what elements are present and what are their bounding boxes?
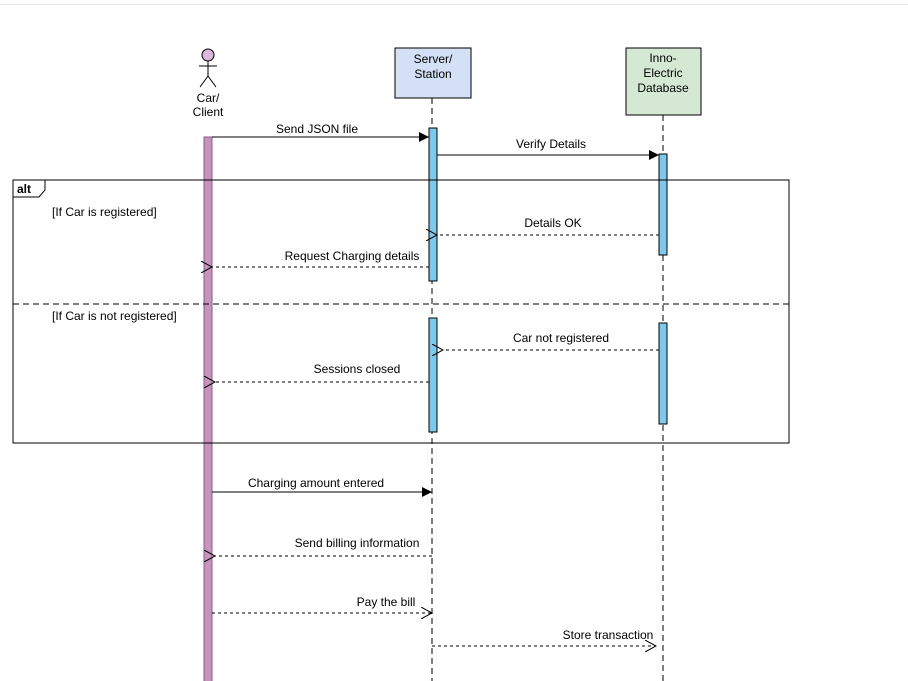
db-activation-2 xyxy=(658,322,668,425)
car-activation-bar xyxy=(203,136,213,681)
db-label-line2: Electric xyxy=(643,66,682,80)
server-label-line1: Server/ xyxy=(414,52,453,66)
actor-head xyxy=(201,48,215,62)
message-charging-amount: Charging amount entered xyxy=(212,476,432,497)
message-label: Request Charging details xyxy=(285,249,420,263)
alt-operator-tab xyxy=(12,179,46,198)
server-label-line2: Station xyxy=(414,67,451,81)
message-send-json: Send JSON file xyxy=(212,122,429,142)
message-label: Send billing information xyxy=(295,536,420,550)
message-request-charging: Request Charging details xyxy=(212,249,429,267)
message-label: Sessions closed xyxy=(314,362,401,376)
message-label: Details OK xyxy=(524,216,581,230)
server-activation-2 xyxy=(428,317,438,433)
db-activation-1 xyxy=(658,153,668,256)
db-label-line3: Database xyxy=(637,81,689,95)
message-label: Pay the bill xyxy=(357,595,416,609)
message-store-transaction: Store transaction xyxy=(432,628,656,646)
top-divider xyxy=(0,4,908,5)
actor-stick-figure-icon xyxy=(199,48,217,88)
message-send-billing: Send billing information xyxy=(215,536,432,556)
alt-fragment: alt [If Car is registered] [If Car is no… xyxy=(12,179,790,444)
message-label: Verify Details xyxy=(516,137,586,151)
lifeline-database: Inno- Electric Database xyxy=(625,47,702,681)
actor-label-line1: Car/ xyxy=(197,91,220,105)
message-pay-bill: Pay the bill xyxy=(212,595,432,613)
actor-label-line2: Client xyxy=(193,105,224,119)
message-label: Send JSON file xyxy=(276,122,358,136)
message-label: Car not registered xyxy=(513,331,609,345)
db-head-box xyxy=(625,47,702,116)
server-activation-1 xyxy=(428,127,438,282)
message-label: Store transaction xyxy=(563,628,654,642)
alt-guard-not-registered: [If Car is not registered] xyxy=(52,309,177,323)
message-sessions-closed: Sessions closed xyxy=(215,362,429,382)
alt-guard-registered: [If Car is registered] xyxy=(52,205,157,219)
lifeline-car-client: Car/ Client xyxy=(193,48,224,681)
db-label-line1: Inno- xyxy=(649,51,676,65)
alt-fragment-frame xyxy=(12,179,790,444)
alt-operator-label: alt xyxy=(17,182,31,196)
lifeline-server-station: Server/ Station xyxy=(394,47,472,681)
message-verify-details: Verify Details xyxy=(437,137,659,160)
message-details-ok: Details OK xyxy=(437,216,659,235)
message-label: Charging amount entered xyxy=(248,476,384,490)
message-car-not-registered: Car not registered xyxy=(443,331,659,350)
server-head-box xyxy=(394,47,472,99)
